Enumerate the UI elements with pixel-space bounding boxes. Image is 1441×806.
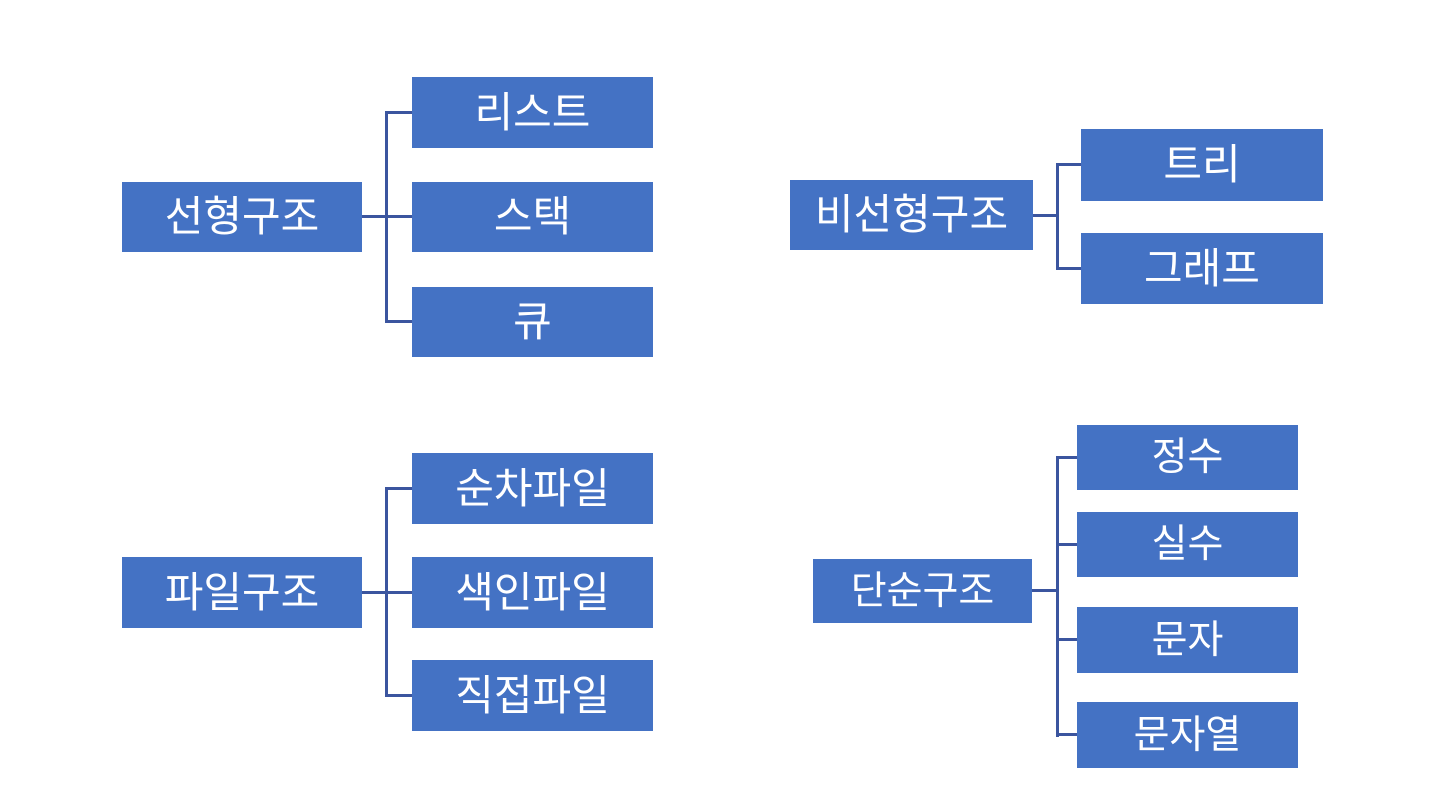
connector-trunk-nonlinear — [1056, 163, 1059, 270]
connector-stub-character — [1056, 638, 1077, 641]
connector-stub-direct — [386, 694, 412, 697]
connector-stub-real — [1056, 543, 1077, 546]
connector-trunk-simple — [1056, 456, 1059, 737]
node-nonlinear-structure: 비선형구조 — [790, 180, 1033, 250]
node-stack: 스택 — [412, 182, 653, 252]
connector-stub-graph — [1056, 267, 1081, 270]
connector-parent-file — [362, 591, 412, 594]
node-real: 실수 — [1077, 512, 1298, 577]
node-simple-structure: 단순구조 — [813, 559, 1032, 623]
node-linear-structure: 선형구조 — [122, 182, 362, 252]
connector-stub-sequential — [386, 487, 412, 490]
node-string: 문자열 — [1077, 702, 1298, 768]
connector-parent-simple — [1032, 589, 1056, 592]
node-integer: 정수 — [1077, 425, 1298, 490]
node-direct-file: 직접파일 — [412, 660, 653, 731]
connector-parent-nonlinear — [1033, 214, 1056, 217]
node-indexed-file: 색인파일 — [412, 557, 653, 628]
node-sequential-file: 순차파일 — [412, 453, 653, 524]
node-list: 리스트 — [412, 77, 653, 148]
connector-stub-list — [386, 111, 412, 114]
node-graph: 그래프 — [1081, 233, 1323, 304]
connector-stub-queue — [386, 320, 412, 323]
node-tree: 트리 — [1081, 129, 1323, 201]
connector-parent-linear — [362, 215, 412, 218]
connector-stub-string — [1056, 733, 1077, 736]
node-character: 문자 — [1077, 607, 1298, 673]
connector-stub-integer — [1056, 456, 1077, 459]
node-file-structure: 파일구조 — [122, 557, 362, 628]
connector-stub-tree — [1056, 163, 1081, 166]
node-queue: 큐 — [412, 287, 653, 357]
